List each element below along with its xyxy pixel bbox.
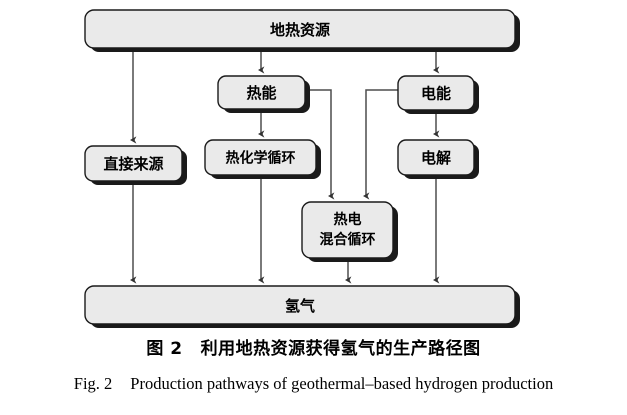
node-rect (397, 75, 475, 111)
node-direct-source[interactable]: 直接来源 (84, 145, 187, 185)
node-rect (84, 9, 516, 49)
edge-electric-hybrid (362, 89, 398, 200)
node-hydrogen[interactable]: 氢气 (84, 285, 520, 328)
figure-caption-english: Fig. 2 Production pathways of geothermal–… (0, 374, 627, 394)
node-rect (84, 145, 183, 182)
node-label: 地热资源 (270, 21, 330, 39)
node-thermochemical-cycle[interactable]: 热化学循环 (204, 139, 321, 179)
node-label: 热能 (246, 84, 276, 102)
figure-caption-zh-text: 利用地热资源获得氢气的生产路径图 (200, 339, 481, 359)
node-label-line2: 混合循环 (320, 231, 376, 248)
node-label: 氢气 (285, 297, 315, 315)
node-thermal-energy[interactable]: 热能 (217, 75, 310, 113)
figure-number-en: Fig. 2 (73, 374, 113, 393)
node-label: 电解 (421, 149, 451, 167)
node-rect (217, 75, 306, 110)
node-electric-energy[interactable]: 电能 (397, 75, 479, 114)
node-geothermal-resource[interactable]: 地热资源 (84, 9, 520, 52)
node-rect (301, 201, 394, 259)
node-label: 热化学循环 (226, 150, 296, 167)
node-rect (84, 285, 516, 325)
figure-caption-en-text: Production pathways of geothermal–based … (130, 374, 554, 393)
node-rect (204, 139, 317, 176)
figure-caption-chinese: 图 2 利用地热资源获得氢气的生产路径图 (0, 334, 627, 359)
node-electrolysis[interactable]: 电解 (397, 139, 479, 179)
node-label-line1: 热电 (334, 211, 362, 228)
node-label: 电能 (421, 85, 451, 103)
figure-number-zh: 图 2 (146, 339, 183, 359)
node-label: 直接来源 (103, 155, 163, 173)
edge-thermal-hybrid (305, 89, 335, 200)
node-hybrid-cycle[interactable]: 热电 混合循环 (301, 201, 398, 262)
node-rect (397, 139, 475, 176)
flowchart-svg: 地热资源 热能 电能 直接来源 热化学循环 (84, 9, 520, 328)
